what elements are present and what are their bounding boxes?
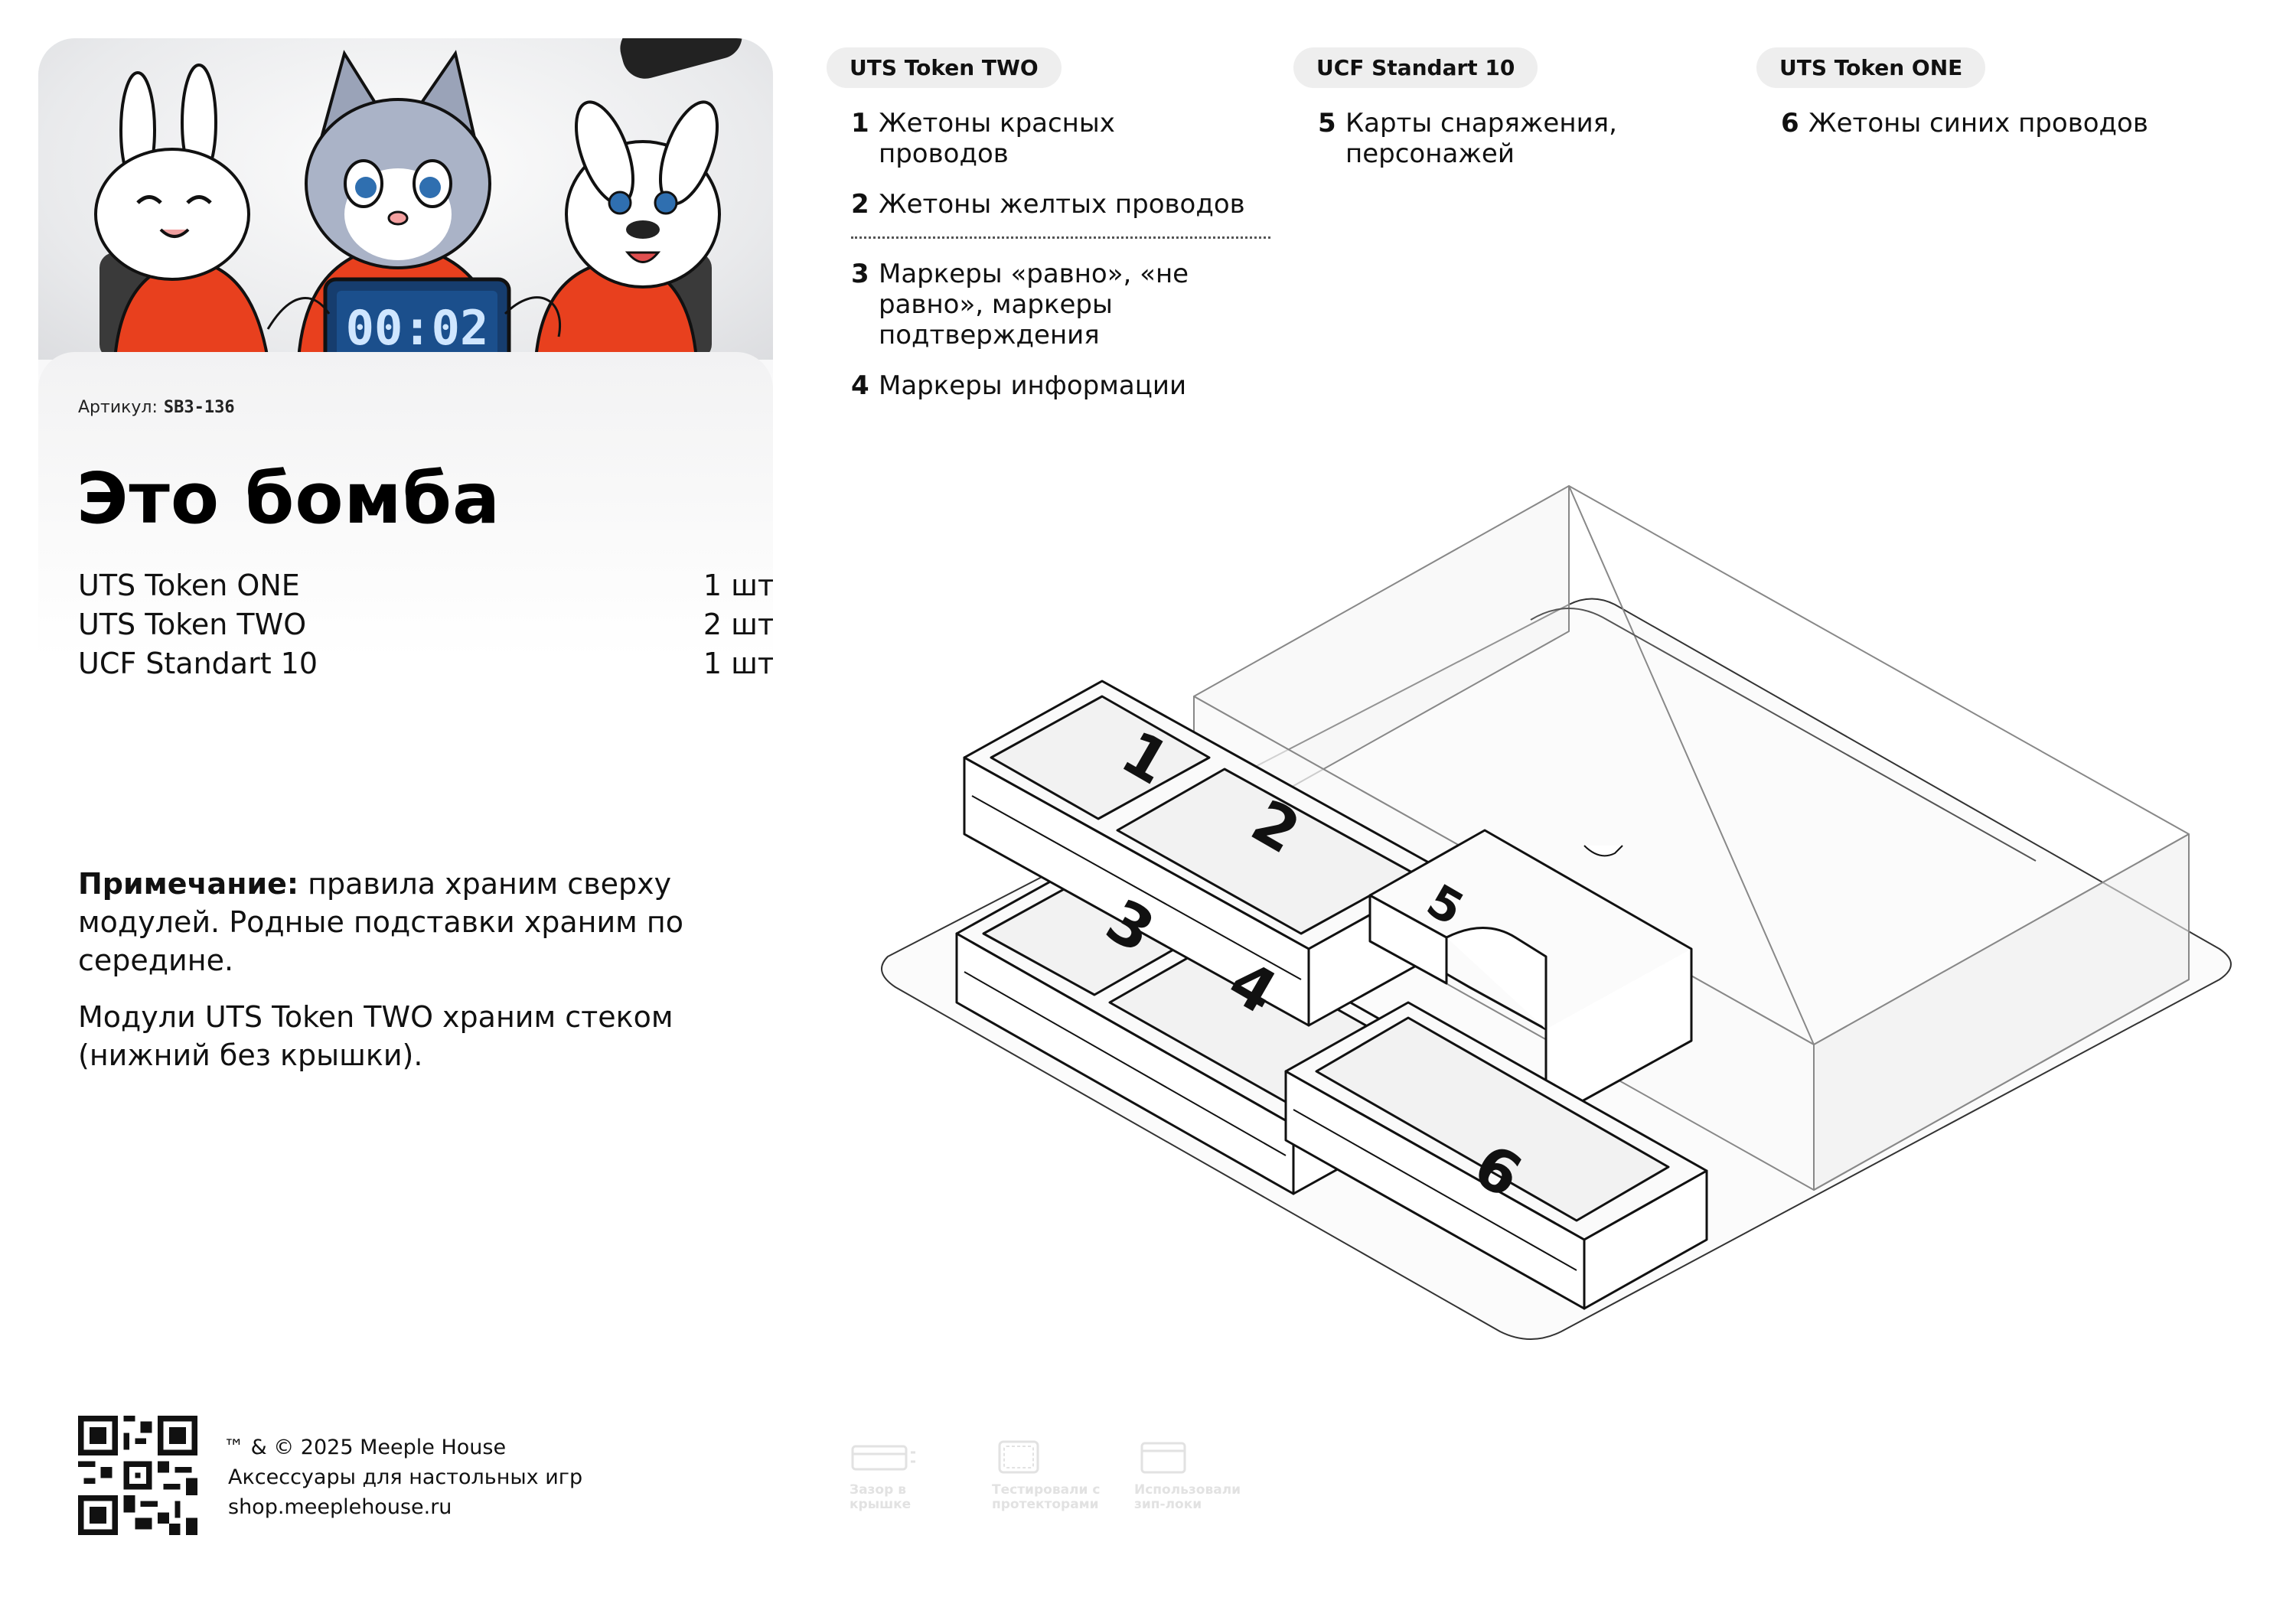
legend-text: Жетоны синих проводов — [1808, 108, 2148, 139]
legend-text: Маркеры «равно», «не равно», маркеры под… — [879, 259, 1189, 350]
sleeves-icon — [998, 1440, 1039, 1474]
parts-list: UTS Token ONE 1 шт UTS Token TWO 2 шт UC… — [78, 566, 773, 683]
tagline: Аксессуары для настольных игр — [228, 1465, 583, 1489]
note-block: Примечание: правила храним сверху модуле… — [78, 865, 767, 1093]
shop-url[interactable]: shop.meeplehouse.ru — [228, 1495, 452, 1519]
footer-info: ™ & © 2025 Meeple House Аксессуары для н… — [223, 1433, 583, 1522]
cover-illustration: 00:02 — [38, 38, 773, 360]
gap-in-lid-icon — [851, 1445, 915, 1471]
feature-zip-text: Использовали зип-локи — [1134, 1482, 1241, 1512]
parts-row: UTS Token TWO 2 шт — [78, 605, 773, 644]
legend-num: 3 — [851, 259, 869, 289]
tray-1-2 — [963, 680, 1448, 1027]
legend-text: Жетоны желтых проводов — [879, 189, 1245, 220]
article-line: Артикул: SB3-136 — [78, 398, 235, 417]
parts-row: UTS Token ONE 1 шт — [78, 566, 773, 605]
article-label: Артикул: — [78, 398, 158, 417]
legend-item: 5 Карты снаряжения, персонажей — [1293, 108, 1661, 169]
legend-ucf-standart-10: UCF Standart 10 5 Карты снаряжения, перс… — [1293, 47, 1707, 169]
card-box-5 — [1368, 829, 1693, 1123]
legend-uts-token-two: UTS Token TWO 1 Жетоны красных проводов … — [827, 47, 1286, 401]
feature-zip: Использовали зип-локи — [1134, 1439, 1249, 1512]
part-name: UTS Token ONE — [78, 569, 300, 602]
storage-layout-diagram: 1 2 3 4 5 6 — [881, 485, 2232, 1340]
legend-num: 6 — [1781, 108, 1799, 139]
parts-row: UCF Standart 10 1 шт — [78, 644, 773, 683]
info-card: 00:02 Артикул: SB3-136 Это бомба UTS Toke… — [38, 38, 773, 1592]
legend-num: 5 — [1318, 108, 1336, 139]
article-code: SB3-136 — [163, 398, 235, 417]
legend-tag: UCF Standart 10 — [1293, 47, 1538, 88]
product-title: Это бомба — [77, 458, 501, 539]
legend-tag: UTS Token ONE — [1756, 47, 1986, 88]
legend-num: 4 — [851, 370, 869, 401]
legend-text: Жетоны красных проводов — [879, 108, 1115, 169]
legend-tag: UTS Token TWO — [827, 47, 1062, 88]
feature-gap: Зазор в крышке — [850, 1439, 964, 1512]
tray-6 — [1284, 1001, 1708, 1310]
note-label: Примечание: — [78, 867, 299, 901]
timer-display: 00:02 — [346, 300, 489, 356]
part-qty: 1 шт — [703, 569, 773, 602]
legend-num: 2 — [851, 189, 869, 220]
legend-uts-token-one: UTS Token ONE 6 Жетоны синих проводов — [1756, 47, 2246, 139]
legend-text: Маркеры информации — [879, 370, 1187, 401]
part-name: UTS Token TWO — [78, 608, 307, 641]
legend-num: 1 — [851, 108, 869, 139]
feature-sleeves: Тестировали с протекторами — [992, 1439, 1107, 1512]
note-paragraph-2: Модули UTS Token TWO храним стеком (нижн… — [78, 1000, 673, 1072]
legend-divider — [851, 236, 1270, 239]
feature-sleeves-text: Тестировали с протекторами — [992, 1482, 1101, 1512]
feature-icons: Зазор в крышке Тестировали с протекторам… — [850, 1439, 1249, 1512]
legend-item: 2 Жетоны желтых проводов — [827, 189, 1286, 220]
cover-art: 00:02 — [94, 38, 742, 360]
qr-code[interactable] — [78, 1416, 197, 1535]
legend-item: 6 Жетоны синих проводов — [1756, 108, 2246, 139]
part-qty: 2 шт — [703, 608, 773, 641]
note-paragraph: Примечание: правила храним сверху модуле… — [78, 865, 767, 980]
feature-gap-text: Зазор в крышке — [850, 1482, 912, 1512]
part-name: UCF Standart 10 — [78, 647, 318, 680]
card-header-panel — [38, 352, 773, 658]
part-qty: 1 шт — [703, 647, 773, 680]
legend-text: Карты снаряжения, персонажей — [1345, 108, 1617, 169]
zip-lock-icon — [1140, 1442, 1186, 1474]
copyright: ™ & © 2025 Meeple House — [223, 1436, 507, 1459]
legend-item: 4 Маркеры информации — [827, 370, 1286, 401]
note-text: правила храним сверху модулей. Родные по… — [78, 867, 684, 977]
legend-item: 1 Жетоны красных проводов — [827, 108, 1225, 169]
legend-item: 3 Маркеры «равно», «не равно», маркеры п… — [827, 259, 1225, 350]
